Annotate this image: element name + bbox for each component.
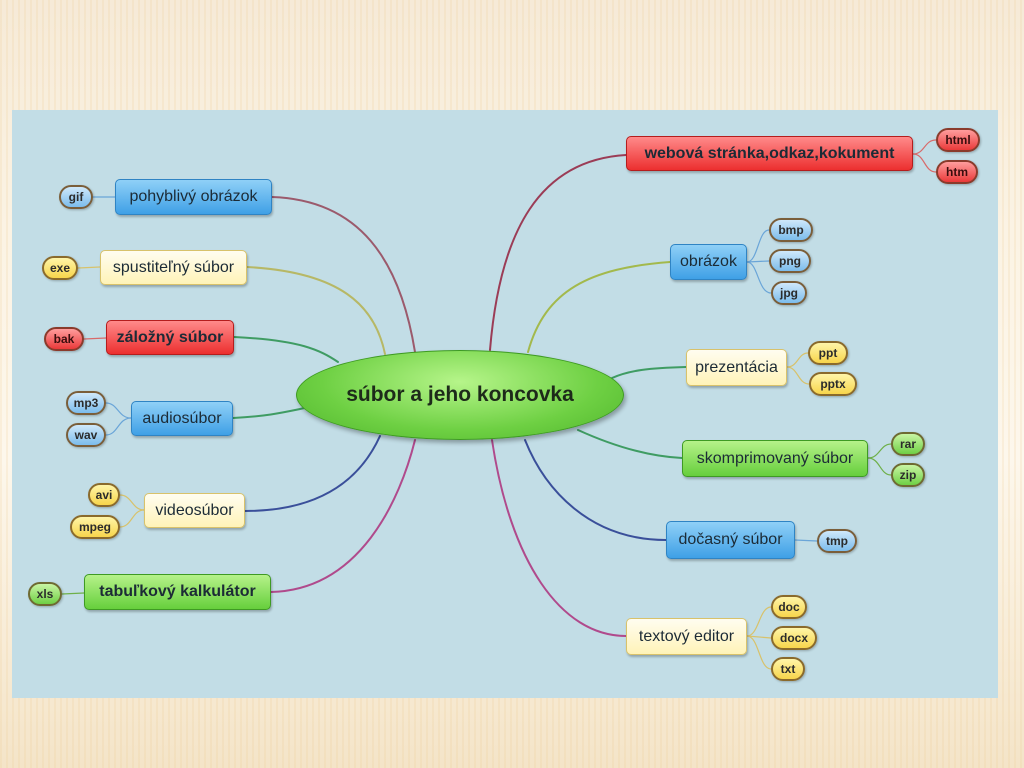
ext-link-xls (61, 592, 85, 595)
ext-zip[interactable]: zip (891, 463, 925, 487)
ext-avi[interactable]: avi (88, 483, 120, 507)
ext-link-bmp (746, 229, 770, 263)
topic-link-right-2 (611, 366, 687, 379)
ext-gif[interactable]: gif (59, 185, 93, 209)
ext-link-docx (746, 635, 772, 639)
topic-link-right-1 (527, 261, 671, 353)
topic-prezentacia[interactable]: prezentácia (686, 349, 787, 386)
ext-link-html (912, 139, 937, 155)
ext-link-txt (746, 635, 772, 670)
ext-exe[interactable]: exe (42, 256, 78, 280)
ext-link-exe (77, 266, 101, 269)
ext-link-mp3 (105, 402, 132, 419)
topic-pohyblivy-obrazok[interactable]: pohyblivý obrázok (115, 179, 272, 215)
ext-tmp[interactable]: tmp (817, 529, 857, 553)
ext-link-bak (83, 337, 107, 340)
ext-link-wav (105, 417, 132, 436)
topic-obrazok[interactable]: obrázok (670, 244, 747, 280)
topic-link-right-0 (489, 154, 627, 351)
topic-link-left-5 (270, 439, 416, 593)
topic-skomprimovany-subor[interactable]: skomprimovaný súbor (682, 440, 868, 477)
ext-link-mpeg (119, 509, 145, 528)
topic-tabulkovy-kalkulator[interactable]: tabuľkový kalkulátor (84, 574, 271, 610)
ext-docx[interactable]: docx (771, 626, 817, 650)
ext-link-rar (867, 443, 892, 459)
topic-link-left-3 (232, 407, 306, 419)
topic-link-right-3 (577, 429, 683, 459)
ext-link-jpg (746, 261, 772, 294)
ext-wav[interactable]: wav (66, 423, 106, 447)
topic-audiosubor[interactable]: audiosúbor (131, 401, 233, 436)
ext-pptx[interactable]: pptx (809, 372, 857, 396)
ext-link-pptx (786, 366, 810, 385)
topic-link-right-4 (524, 439, 667, 541)
ext-mpeg[interactable]: mpeg (70, 515, 120, 539)
ext-link-doc (746, 606, 772, 637)
ext-link-tmp (794, 539, 818, 542)
ext-jpg[interactable]: jpg (771, 281, 807, 305)
ext-xls[interactable]: xls (28, 582, 62, 606)
ext-link-zip (867, 457, 892, 476)
topic-link-right-5 (491, 439, 627, 637)
topic-spustitelny-subor[interactable]: spustiteľný súbor (100, 250, 247, 285)
ext-htm[interactable]: htm (936, 160, 978, 184)
ext-bak[interactable]: bak (44, 327, 84, 351)
topic-webova-stranka[interactable]: webová stránka,odkaz,kokument (626, 136, 913, 171)
topic-link-left-4 (244, 435, 381, 512)
ext-mp3[interactable]: mp3 (66, 391, 106, 415)
topic-link-left-0 (271, 196, 416, 353)
ext-png[interactable]: png (769, 249, 811, 273)
ext-doc[interactable]: doc (771, 595, 807, 619)
ext-ppt[interactable]: ppt (808, 341, 848, 365)
ext-link-htm (912, 153, 937, 173)
ext-txt[interactable]: txt (771, 657, 805, 681)
ext-html[interactable]: html (936, 128, 980, 152)
central-topic[interactable]: súbor a jeho koncovka (296, 350, 624, 440)
ext-link-png (746, 260, 770, 263)
topic-videosubor[interactable]: videosúbor (144, 493, 245, 528)
topic-zalozny-subor[interactable]: záložný súbor (106, 320, 234, 355)
ext-link-ppt (786, 352, 809, 368)
ext-link-avi (119, 494, 145, 511)
topic-link-left-1 (246, 266, 386, 355)
topic-link-left-2 (233, 336, 339, 363)
topic-textovy-editor[interactable]: textový editor (626, 618, 747, 655)
topic-docasny-subor[interactable]: dočasný súbor (666, 521, 795, 559)
ext-bmp[interactable]: bmp (769, 218, 813, 242)
ext-rar[interactable]: rar (891, 432, 925, 456)
